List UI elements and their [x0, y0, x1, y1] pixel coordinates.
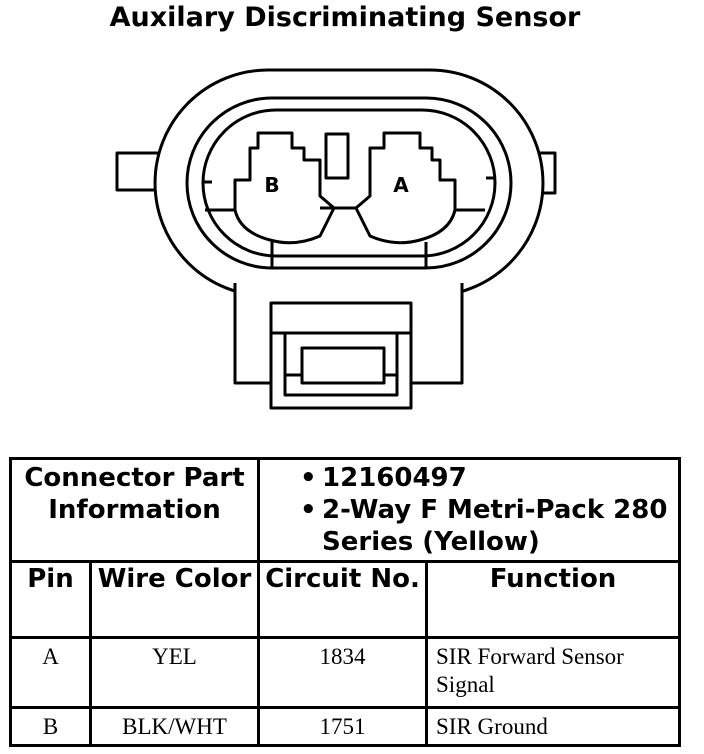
pin-label-b: B	[264, 173, 279, 197]
row-b-function: SIR Ground	[425, 706, 682, 747]
center-key	[324, 132, 350, 180]
row-a-pin: A	[9, 636, 92, 709]
terminal-a-cavity	[354, 131, 457, 245]
row-a-color: YEL	[88, 636, 261, 709]
diagram-title: Auxilary Discriminating Sensor	[109, 2, 581, 33]
header-row: Pin Wire Color Circuit No. Function	[9, 560, 682, 639]
part-info-cell: 12160497 2-Way F Metri-Pack 280 Series (…	[257, 457, 682, 563]
table-row: B BLK/WHT 1751 SIR Ground	[9, 706, 682, 747]
pin-label-a: A	[393, 173, 409, 197]
row-b-circuit: 1751	[257, 706, 429, 747]
connector-type: 2-Way F Metri-Pack 280 Series (Yellow)	[300, 494, 678, 558]
inner-cavity	[201, 108, 497, 258]
header-pin: Pin	[9, 560, 92, 639]
row-a-circuit: 1834	[257, 636, 429, 709]
connector-diagram: B A	[115, 68, 557, 410]
table-row: A YEL 1834 SIR Forward Sensor Signal	[9, 636, 682, 709]
terminal-b-cavity	[233, 131, 336, 245]
part-info-label: Connector Part Information	[8, 457, 261, 563]
header-circuit-no: Circuit No.	[257, 560, 429, 639]
header-function: Function	[425, 560, 682, 639]
connector-info-table: Connector Part Information 12160497 2-Wa…	[8, 457, 682, 747]
part-number: 12160497	[300, 462, 678, 494]
part-info-list: 12160497 2-Way F Metri-Pack 280 Series (…	[260, 460, 678, 558]
row-b-pin: B	[9, 706, 92, 747]
part-info-row: Connector Part Information 12160497 2-Wa…	[8, 457, 682, 563]
header-wire-color: Wire Color	[88, 560, 261, 639]
outer-housing	[153, 68, 545, 298]
row-b-color: BLK/WHT	[88, 706, 261, 747]
row-a-function: SIR Forward Sensor Signal	[425, 636, 682, 709]
